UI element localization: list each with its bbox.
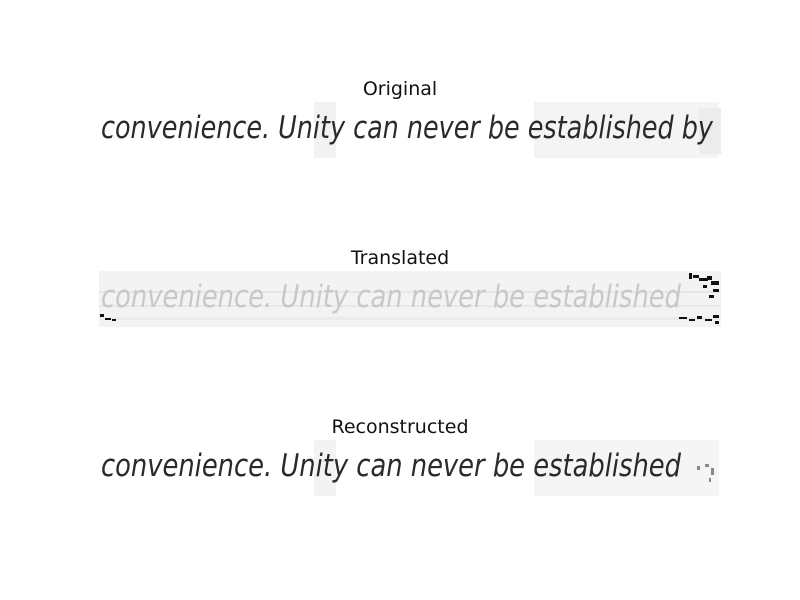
noise-artifacts [100, 273, 719, 324]
handwriting-image-original: convenience. Unity can never be establis… [99, 102, 721, 158]
panel-title-translated: Translated [350, 247, 450, 269]
panel-title-original: Original [362, 78, 438, 100]
handwriting-text-reconstructed: convenience. Unity can never be establis… [101, 448, 681, 484]
panel-title-reconstructed: Reconstructed [331, 416, 469, 438]
handwriting-svg-original: convenience. Unity can never be establis… [99, 102, 721, 158]
handwriting-svg-translated: convenience. Unity can never be establis… [99, 271, 721, 327]
faint-marks [697, 464, 714, 482]
handwriting-text-translated: convenience. Unity can never be establis… [101, 279, 681, 315]
handwriting-text-original: convenience. Unity can never be establis… [101, 110, 714, 146]
handwriting-image-reconstructed: convenience. Unity can never be establis… [99, 440, 721, 496]
handwriting-image-translated: convenience. Unity can never be establis… [99, 271, 721, 327]
handwriting-svg-reconstructed: convenience. Unity can never be establis… [99, 440, 721, 496]
